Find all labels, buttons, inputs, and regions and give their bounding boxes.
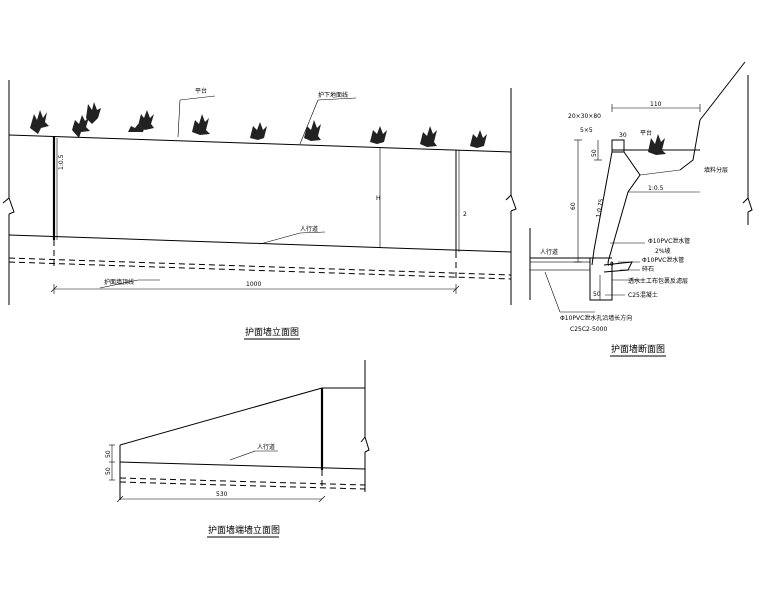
label-sidewalk-end: 人行道	[257, 443, 275, 451]
label-left-dim: 1:0.5	[58, 154, 65, 170]
label-slope-fill: 填料分层	[704, 166, 728, 174]
shrub-icon	[370, 126, 387, 144]
label-height: H	[376, 195, 381, 202]
shrub-icon	[420, 126, 437, 147]
label-coping-small: 5×5	[580, 127, 593, 134]
label-slope-top: 1:0.5	[648, 185, 664, 192]
shrub-icon	[30, 110, 49, 134]
label-dim-b: 50	[105, 467, 112, 475]
label-wall-h: 50	[591, 149, 598, 157]
shrub-icon	[128, 124, 145, 132]
label-bottom1: Φ10PVC泄水孔沿墙长方向	[560, 314, 632, 322]
end-wall-elevation	[109, 360, 370, 503]
label-wall-footing: 护面墙顶线	[104, 278, 134, 286]
label-drain2: Φ10PVC泄水管	[642, 256, 684, 264]
shrub-icon	[470, 130, 487, 148]
shrub-icon	[86, 102, 101, 124]
wall-elevation	[2, 80, 517, 305]
label-sidewalk-section: 人行道	[540, 248, 558, 256]
label-dim-30: 30	[619, 132, 627, 139]
elevation-title: 护面墙立面图	[245, 326, 299, 338]
label-coping-size: 20×30×80	[568, 113, 601, 120]
shrub-icon	[304, 120, 321, 141]
label-right-tick: 2	[463, 211, 467, 218]
end-elevation-title: 护面墙端墙立面图	[208, 524, 280, 536]
label-dim-a: 50	[105, 450, 112, 458]
label-h-dim: 60	[570, 202, 577, 210]
shrub-icon	[648, 134, 666, 155]
label-dim-40: 40	[606, 261, 614, 268]
label-bottom2: C25C2-5000	[570, 326, 607, 333]
label-dim-50: 50	[593, 291, 601, 298]
label-sidewalk: 人行道	[300, 225, 318, 233]
section-title: 护面墙断面图	[611, 343, 665, 355]
label-batter: 1:0.75	[595, 198, 605, 218]
shrub-icon	[138, 110, 154, 130]
label-drain1b: 2%坡	[655, 247, 671, 255]
label-drain2c: 透水土工布包裹反滤层	[628, 277, 688, 285]
label-length: 1000	[246, 281, 261, 288]
label-length-end: 530	[216, 491, 228, 498]
label-platform-section: 平台	[640, 129, 652, 137]
wall-section	[529, 61, 753, 313]
shrub-row	[30, 102, 487, 148]
shrub-icon	[72, 115, 90, 138]
label-platform: 平台	[195, 87, 207, 95]
label-top-width: 110	[650, 101, 662, 108]
label-drain1: Φ10PVC泄水管	[648, 237, 690, 245]
shrub-icon	[250, 122, 267, 140]
label-drain-top: 护下地面线	[318, 91, 348, 99]
label-drain2b: 碎石	[642, 265, 654, 273]
label-footing: C25混凝土	[628, 291, 658, 299]
shrub-icon	[192, 114, 210, 135]
